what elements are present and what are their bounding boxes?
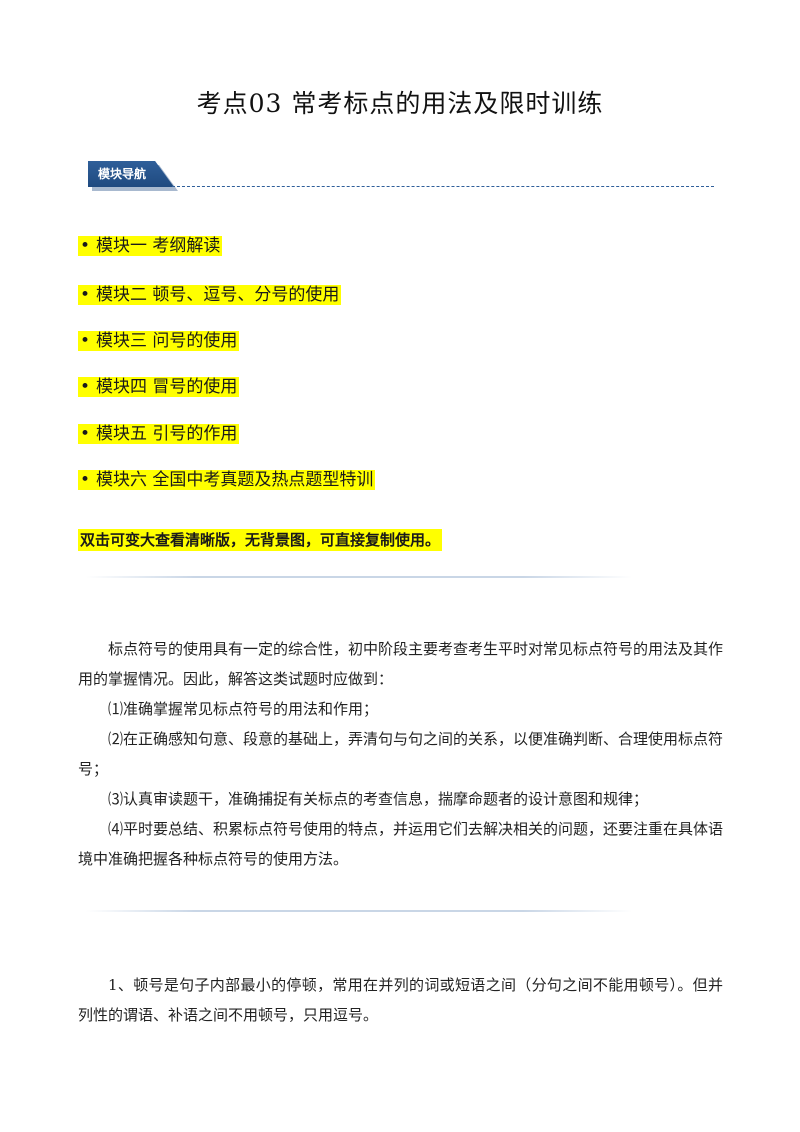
module-label: 模块一 考纲解读 (96, 236, 221, 256)
page-title: 考点03 常考标点的用法及限时训练 (196, 89, 604, 118)
module-label: 模块二 顿号、逗号、分号的使用 (96, 285, 340, 305)
module-item-5: •模块五 引号的作用 (78, 422, 240, 446)
intro-item-2: ⑵在正确感知句意、段意的基础上，弄清句与句之间的关系，以便准确判断、合理使用标点… (78, 730, 724, 778)
bullet-icon: • (80, 285, 91, 305)
module-label: 模块五 引号的作用 (96, 424, 238, 444)
module-label: 模块四 冒号的使用 (96, 377, 238, 397)
bullet-icon: • (80, 424, 91, 444)
module-item-3: •模块三 问号的使用 (78, 329, 240, 353)
section-1-paragraph: 1、顿号是句子内部最小的停顿，常用在并列的词或短语之间（分句之间不能用顿号）。但… (78, 976, 723, 1024)
bullet-icon: • (80, 470, 91, 490)
module-nav-label: 模块导航 (88, 161, 174, 187)
module-label: 模块六 全国中考真题及热点题型特训 (96, 470, 374, 490)
bullet-icon: • (80, 377, 91, 397)
bullet-icon: • (80, 236, 91, 256)
bullet-icon: • (80, 331, 91, 351)
intro-section: 标点符号的使用具有一定的综合性，初中阶段主要考查考生平时对常见标点符号的用法及其… (78, 634, 723, 874)
intro-paragraph: 标点符号的使用具有一定的综合性，初中阶段主要考查考生平时对常见标点符号的用法及其… (78, 640, 724, 688)
notice-text: 双击可变大查看清晰版，无背景图，可直接复制使用。 (78, 529, 443, 551)
intro-item-1: ⑴准确掌握常见标点符号的用法和作用； (108, 700, 379, 718)
module-nav-tag: 模块导航 (88, 161, 178, 191)
module-label: 模块三 问号的使用 (96, 331, 238, 351)
module-item-2: •模块二 顿号、逗号、分号的使用 (78, 283, 342, 307)
module-item-1: •模块一 考纲解读 (78, 234, 223, 258)
intro-item-3: ⑶认真审读题干，准确捕捉有关标点的考查信息，揣摩命题者的设计意图和规律； (108, 790, 649, 808)
section-divider (86, 910, 632, 912)
intro-item-4: ⑷平时要总结、积累标点符号使用的特点，并运用它们去解决相关的问题，还要注重在具体… (78, 820, 724, 868)
module-item-4: •模块四 冒号的使用 (78, 375, 240, 399)
section-divider (86, 576, 632, 578)
section-1: 1、顿号是句子内部最小的停顿，常用在并列的词或短语之间（分句之间不能用顿号）。但… (78, 970, 723, 1030)
nav-dashed-divider (172, 186, 714, 187)
module-item-6: •模块六 全国中考真题及热点题型特训 (78, 468, 376, 492)
